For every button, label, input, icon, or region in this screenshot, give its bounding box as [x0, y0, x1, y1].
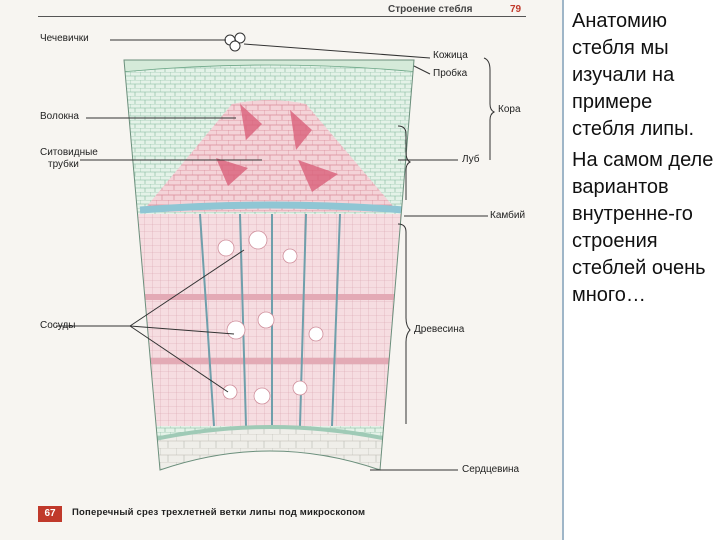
slide-text: Анатомию стебля мы изучали на примере ст…	[572, 8, 718, 313]
slide-paragraph-2: На самом деле вариантов внутренне-го стр…	[572, 149, 714, 306]
page-header-title: Строение стебля	[388, 4, 473, 15]
label-cork: Пробка	[433, 68, 468, 79]
page-number: 79	[510, 4, 522, 15]
stem-cross-section-diagram	[56, 32, 496, 471]
label-bark: Кора	[498, 104, 521, 115]
slide-paragraph-1: Анатомию стебля мы изучали на примере ст…	[572, 10, 695, 140]
label-sieve-tubes-line2: трубки	[48, 159, 79, 170]
label-skin: Кожица	[433, 50, 468, 61]
label-sieve-tubes-line1: Ситовидные	[40, 147, 98, 158]
label-bast: Луб	[462, 154, 480, 165]
figure-caption: 67 Поперечный срез трехлетней ветки липы…	[38, 506, 526, 522]
label-fibers: Волокна	[40, 111, 79, 122]
label-pith: Сердцевина	[462, 464, 520, 475]
figure-caption-text: Поперечный срез трехлетней ветки липы по…	[72, 507, 366, 518]
figure-number: 67	[38, 506, 62, 522]
lenticel-mark	[224, 32, 246, 52]
slide-text-panel: Анатомию стебля мы изучали на примере ст…	[566, 0, 720, 540]
stem-wedge	[124, 60, 414, 470]
label-lenticels: Чечевички	[40, 33, 89, 44]
label-cambium: Камбий	[490, 210, 526, 221]
leader-lines	[56, 39, 496, 471]
label-wood: Древесина	[414, 324, 465, 335]
textbook-page: Строение стебля 79	[0, 0, 564, 540]
header-rule	[38, 16, 526, 17]
label-vessels: Сосуды	[40, 320, 76, 331]
